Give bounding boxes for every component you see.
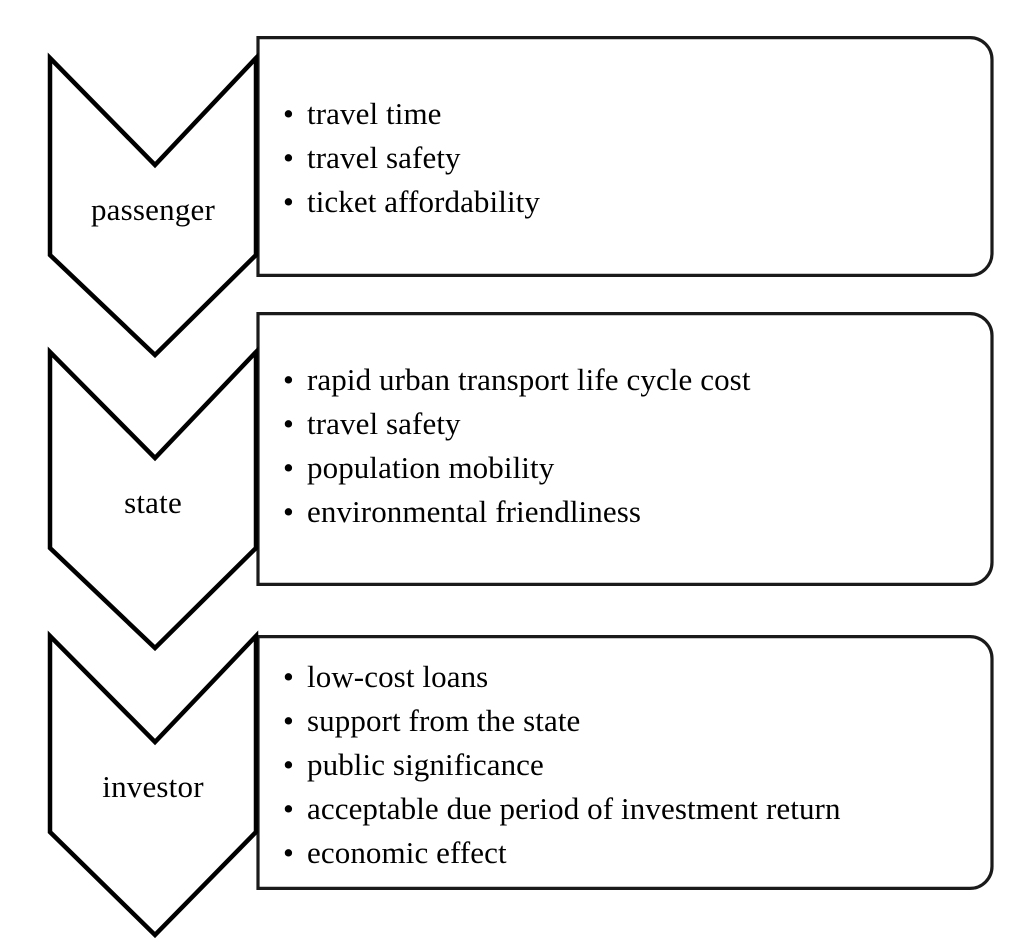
list-item: • public significance	[283, 743, 841, 787]
list-item: • travel time	[283, 92, 540, 136]
list-item-label: travel safety	[307, 406, 461, 441]
list-item-label: acceptable due period of investment retu…	[307, 791, 841, 826]
criteria-list-investor: • low-cost loans • support from the stat…	[283, 655, 841, 875]
criteria-box-investor[interactable]	[256, 635, 994, 890]
list-item-label: population mobility	[307, 450, 555, 485]
list-item: • support from the state	[283, 699, 841, 743]
criteria-box-state[interactable]	[256, 312, 994, 586]
bullet-icon: •	[283, 362, 294, 397]
bullet-icon: •	[283, 96, 294, 131]
list-item-label: support from the state	[307, 703, 581, 738]
list-item: • rapid urban transport life cycle cost	[283, 358, 751, 402]
chevron-label-passenger: passenger	[90, 192, 216, 227]
list-item: • low-cost loans	[283, 655, 841, 699]
chevron-state[interactable]	[47, 346, 259, 652]
list-item: • ticket affordability	[283, 180, 540, 224]
list-item-label: economic effect	[307, 835, 507, 870]
chevron-investor[interactable]	[47, 630, 259, 939]
criteria-box-passenger[interactable]	[256, 36, 994, 277]
list-item: • population mobility	[283, 446, 751, 490]
list-item-label: travel safety	[307, 140, 461, 175]
bullet-icon: •	[283, 791, 294, 826]
list-item: • acceptable due period of investment re…	[283, 787, 841, 831]
list-item: • environmental friendliness	[283, 490, 751, 534]
chevron-label-investor: investor	[102, 769, 204, 804]
bullet-icon: •	[283, 140, 294, 175]
list-item-label: public significance	[307, 747, 544, 782]
bullet-icon: •	[283, 659, 294, 694]
list-item-label: environmental friendliness	[307, 494, 642, 529]
chevron-label-state: state	[124, 485, 182, 520]
criteria-list-passenger: • travel time • travel safety • ticket a…	[283, 92, 540, 224]
bullet-icon: •	[283, 184, 294, 219]
list-item-label: ticket affordability	[307, 184, 540, 219]
criteria-list-state: • rapid urban transport life cycle cost …	[283, 358, 751, 534]
list-item-label: travel time	[307, 96, 442, 131]
bullet-icon: •	[283, 747, 294, 782]
bullet-icon: •	[283, 406, 294, 441]
bullet-icon: •	[283, 835, 294, 870]
list-item: • travel safety	[283, 402, 751, 446]
chevron-passenger[interactable]	[47, 52, 259, 359]
list-item: • economic effect	[283, 831, 841, 875]
list-item-label: low-cost loans	[307, 659, 489, 694]
bullet-icon: •	[283, 703, 294, 738]
bullet-icon: •	[283, 494, 294, 529]
list-item-label: rapid urban transport life cycle cost	[307, 362, 751, 397]
list-item: • travel safety	[283, 136, 540, 180]
bullet-icon: •	[283, 450, 294, 485]
